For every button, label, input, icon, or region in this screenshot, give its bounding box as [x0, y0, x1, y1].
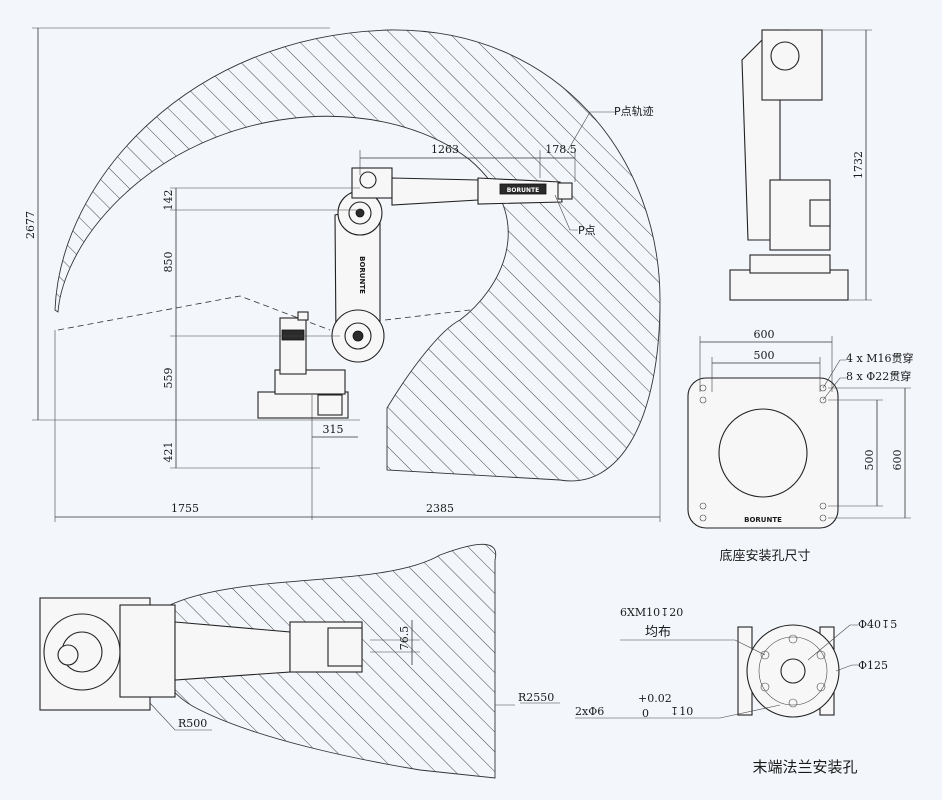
workspace-zone — [54, 29, 661, 482]
brand-base-mount: BORUNTE — [744, 516, 782, 524]
base-mount: BORUNTE 600 500 500 600 4 x M16贯穿 8 x Φ2… — [687, 328, 913, 564]
label-p-trajectory: P点轨迹 — [614, 104, 654, 118]
dim-front-reach: 2385 — [426, 502, 454, 515]
brand-lower-arm: BORUNTE — [358, 256, 366, 294]
label-tol-lower: 0 — [642, 707, 649, 720]
label-pcd: Φ125 — [858, 659, 888, 672]
dim-base-height: 559 — [162, 368, 175, 389]
dim-top-offset: 76.5 — [398, 626, 411, 651]
dim-inner-width: 500 — [754, 349, 775, 362]
side-view: BORUNTE BORUNTE 2677 142 850 559 421 126 — [24, 27, 661, 522]
dim-shoulder-offset: 142 — [162, 190, 175, 211]
dim-outer-height: 600 — [891, 450, 904, 471]
dim-rear-reach: 1755 — [171, 502, 199, 515]
flange: 6XM10↧20 均布 2xΦ6 +0.02 0 ↧10 Φ40↧5 Φ125 … — [575, 606, 897, 776]
dim-below-base: 421 — [162, 442, 175, 463]
rear-view: 1732 — [729, 29, 872, 301]
robot-base — [257, 311, 349, 419]
dim-rear-height: 1732 — [852, 151, 865, 179]
dim-wrist-offset: 178.5 — [545, 143, 577, 156]
label-bore: Φ40↧5 — [858, 618, 897, 631]
label-through-holes: 8 x Φ22贯穿 — [846, 369, 911, 383]
upper-arm: BORUNTE — [351, 167, 573, 206]
dim-inner-height: 500 — [863, 450, 876, 471]
dim-total-height: 2677 — [24, 211, 37, 239]
label-even-spacing: 均布 — [645, 625, 671, 640]
label-thread-spec: 6XM10↧20 — [620, 606, 683, 619]
dim-arm-reach: 1263 — [431, 143, 459, 156]
caption-base-mount: 底座安装孔尺寸 — [719, 548, 810, 564]
caption-flange: 末端法兰安装孔 — [752, 758, 857, 776]
dim-base-offset: 315 — [323, 423, 344, 436]
label-p-point: P点 — [578, 224, 596, 237]
dim-upper-arm: 850 — [162, 252, 175, 273]
label-tol-upper: +0.02 — [638, 692, 672, 705]
dim-reach-radius: R2550 — [518, 691, 554, 704]
dim-min-radius: R500 — [178, 717, 207, 730]
dim-outer-width: 600 — [754, 328, 775, 341]
brand-upper-arm: BORUNTE — [507, 187, 539, 194]
label-pin-depth: ↧10 — [670, 705, 693, 718]
lower-arm: BORUNTE — [331, 190, 385, 363]
label-pin-main: 2xΦ6 — [575, 705, 604, 718]
label-threaded-holes: 4 x M16贯穿 — [846, 351, 913, 365]
top-view: 76.5 R2550 R500 — [39, 543, 560, 779]
